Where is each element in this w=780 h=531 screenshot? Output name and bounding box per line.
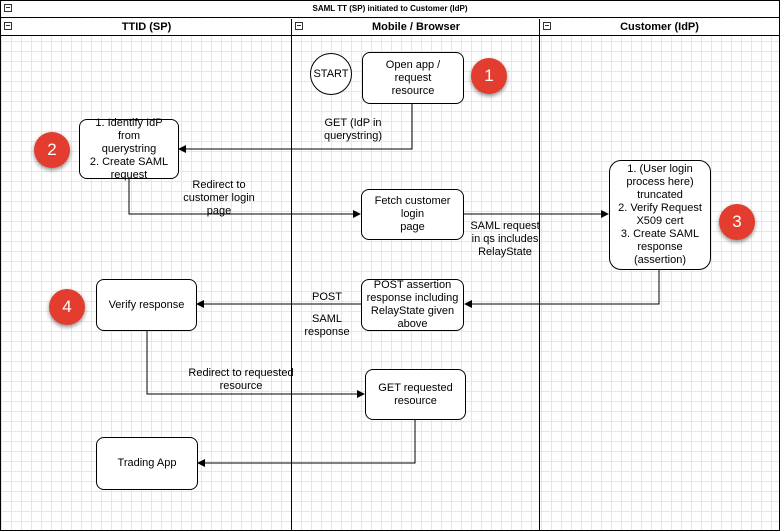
node-line: Trading App (117, 457, 177, 469)
lane-header-browser: Mobile / Browser (292, 19, 540, 36)
collapse-icon[interactable] (4, 4, 12, 12)
node-verify-response[interactable]: Verify response (96, 279, 197, 331)
node-line: Verify response (108, 298, 185, 311)
node-line: X509 cert (636, 215, 684, 227)
label-line: GET (IdP in (324, 117, 382, 129)
diagram-title-bar: SAML TT (SP) initiated to Customer (IdP) (1, 1, 779, 18)
node-line: POST assertion (373, 279, 452, 291)
start-node[interactable]: START (310, 53, 352, 95)
lane-divider (539, 19, 540, 531)
lane-title-sp: TTID (SP) (121, 21, 172, 33)
node-line: Fetch customer login (374, 195, 451, 220)
label-line: in qs includes (471, 233, 539, 245)
step-badge-3: 3 (719, 204, 755, 240)
label-line: response (304, 326, 350, 338)
node-line: 1. (User login (627, 163, 693, 175)
node-line: response (assertion) (634, 241, 686, 266)
node-line: request (110, 168, 148, 181)
node-line: page (400, 221, 425, 233)
lane-header-sp: TTID (SP) (1, 19, 292, 36)
lane-header-idp: Customer (IdP) (540, 19, 779, 36)
label-line: SAML (312, 313, 342, 325)
edge-redirect-resource (146, 331, 365, 398)
badge-number: 3 (732, 212, 742, 231)
label-line: customer login (183, 192, 255, 204)
edge-idp-response (464, 270, 660, 308)
label-line: resource (219, 380, 263, 392)
node-line: GET requested (378, 381, 453, 394)
label-line: POST (312, 291, 342, 303)
lane-title-idp: Customer (IdP) (620, 21, 699, 33)
node-line: querystring (101, 142, 157, 155)
label-line: querystring) (323, 130, 383, 142)
node-line: RelayState given (370, 305, 455, 317)
step-badge-2: 2 (34, 132, 70, 168)
step-badge-1: 1 (471, 58, 507, 94)
collapse-icon[interactable] (4, 22, 12, 30)
collapse-icon[interactable] (295, 22, 303, 30)
label-line: Redirect to (192, 179, 246, 191)
node-line: 2. Create SAML (89, 155, 169, 168)
label-line: RelayState (478, 246, 532, 258)
label-line: SAML request (470, 220, 540, 232)
collapse-icon[interactable] (543, 22, 551, 30)
node-line: 1. Identify IdP from (95, 116, 163, 142)
node-line: truncated (637, 189, 683, 201)
badge-number: 4 (62, 297, 72, 316)
start-label: START (313, 68, 349, 80)
lane-title-browser: Mobile / Browser (371, 21, 461, 33)
node-line: resource (391, 84, 435, 97)
edge-to-trading-app (197, 420, 416, 467)
edge-label-post: POST (307, 291, 347, 304)
node-line: response including (366, 292, 459, 304)
lane-divider (291, 19, 292, 531)
step-badge-4: 4 (49, 289, 85, 325)
node-line: Open app / request (385, 58, 441, 84)
label-line: page (206, 205, 232, 217)
node-line: 2. Verify Request (618, 202, 702, 214)
node-line: 3. Create SAML (620, 228, 700, 240)
label-line: Redirect to requested (188, 367, 294, 379)
edge-get-idp (178, 104, 413, 153)
edge-redirect-login (128, 179, 361, 218)
badge-number: 2 (47, 140, 57, 159)
node-line: resource (394, 394, 437, 407)
node-trading-app[interactable]: Trading App (96, 437, 198, 490)
badge-number: 1 (484, 66, 494, 85)
diagram-title: SAML TT (SP) initiated to Customer (IdP) (312, 4, 468, 13)
node-line: process here) (626, 176, 694, 188)
node-line: above (397, 318, 428, 330)
